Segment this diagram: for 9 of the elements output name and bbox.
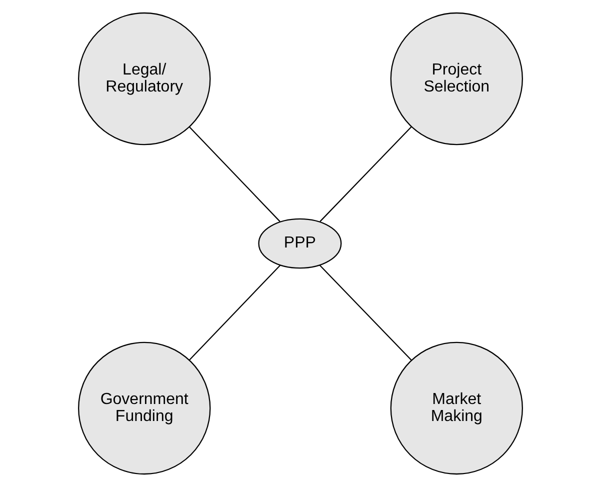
connector [188, 264, 280, 361]
connector [318, 264, 412, 361]
node-ellipse: PPP [258, 218, 342, 269]
node-circle: Legal/ Regulatory [78, 12, 210, 146]
node-circle: Market Making [390, 342, 522, 475]
connector [319, 126, 412, 222]
connector [188, 126, 280, 222]
node-circle: Government Funding [78, 342, 210, 475]
node-circle: Project Selection [390, 12, 522, 146]
